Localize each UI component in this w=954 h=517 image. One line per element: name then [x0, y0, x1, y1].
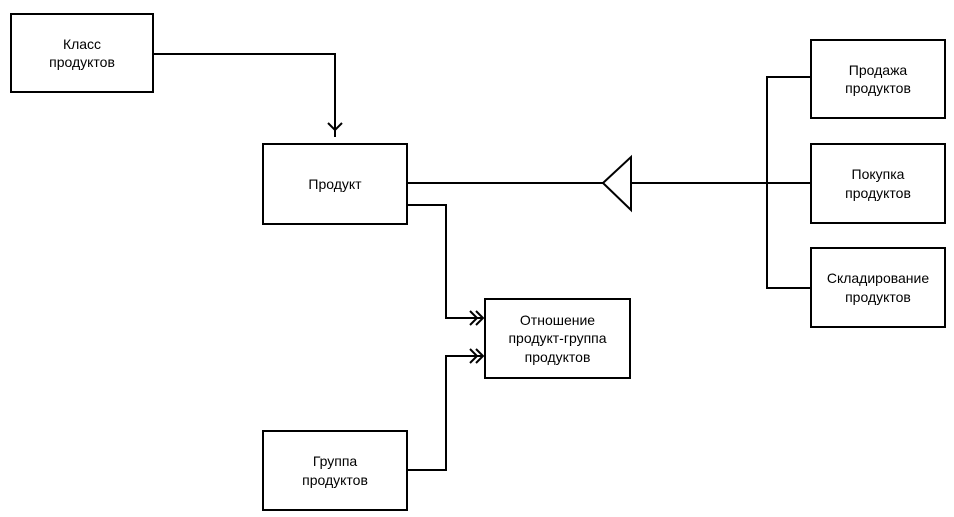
connector-bus-sales — [766, 76, 810, 289]
entity-product-group: Группа продуктов — [262, 430, 408, 511]
generalization-triangle — [601, 154, 632, 213]
double-arrowhead-relation-top — [469, 310, 485, 326]
entity-product-storage: Складирование продуктов — [810, 247, 946, 328]
connector-product-to-relation — [407, 204, 483, 319]
entity-product-purchase: Покупка продуктов — [810, 143, 946, 224]
entity-product: Продукт — [262, 143, 408, 225]
connector-group-to-relation — [407, 355, 483, 471]
entity-product-group-relation: Отношение продукт-группа продуктов — [484, 298, 631, 379]
double-arrowhead-product — [327, 122, 343, 132]
connector-class-to-product — [154, 53, 336, 137]
double-arrowhead-relation-bottom — [469, 348, 485, 364]
entity-product-sales: Продажа продуктов — [810, 39, 946, 119]
entity-product-class: Класс продуктов — [10, 13, 154, 93]
